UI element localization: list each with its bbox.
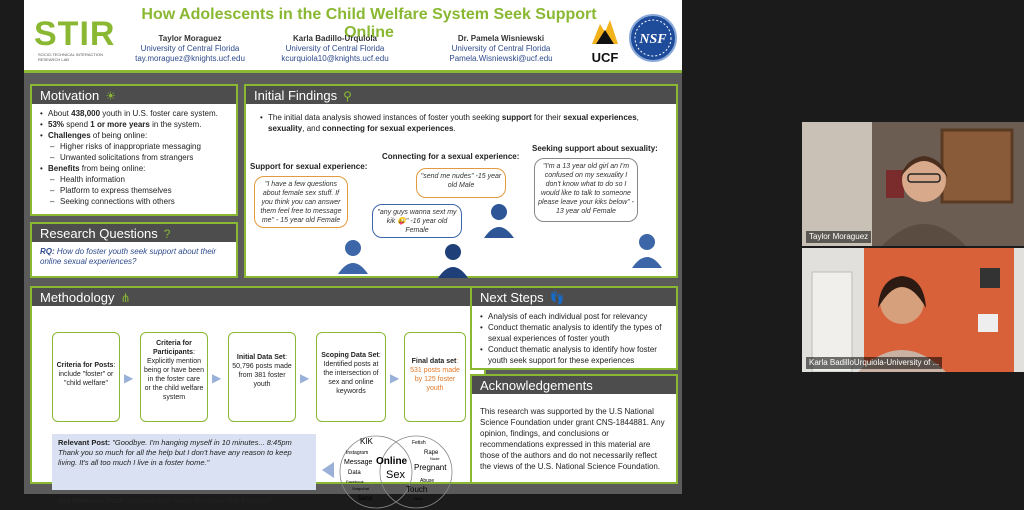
- initial-findings-panel: The initial data analysis showed instanc…: [244, 104, 678, 278]
- ucf-logo-text: UCF: [591, 50, 619, 65]
- methodology-panel: Criteria for Posts: include "foster" or …: [30, 306, 486, 509]
- benefit-item: Seeking connections with others: [40, 196, 230, 207]
- arrow-right-icon: ▶: [300, 371, 310, 385]
- author-2: Karla Badillo-Urquiola University of Cen…: [281, 34, 389, 63]
- person-icon: [338, 240, 368, 274]
- findings-examples: Support for sexual experience: Connectin…: [250, 142, 670, 278]
- venn-word: KIK: [360, 437, 374, 446]
- venn-word: Rape: [424, 450, 439, 456]
- arrow-right-icon: ▶: [212, 371, 222, 385]
- keyword-venn-diagram: KIK Instagram Message Data Facebook Snap…: [322, 435, 453, 509]
- shared-screen-poster: STIR SOCIO-TECHNICAL INTERACTION RESEARC…: [24, 0, 682, 509]
- next-steps-heading: Next Steps👣: [470, 286, 678, 306]
- venn-word: Fetish: [412, 440, 426, 446]
- author-1: Taylor Moraguez University of Central Fl…: [135, 34, 245, 63]
- flow-step: Initial Data Set: 50,796 posts made from…: [228, 332, 296, 422]
- motivation-point: Benefits from being online:: [40, 163, 230, 174]
- header-divider: [24, 70, 682, 73]
- acknowledgements-heading: Acknowledgements: [470, 374, 678, 394]
- flow-step: Criteria for Posts: include "foster" or …: [52, 332, 120, 422]
- col-title-sexuality: Seeking support about sexuality:: [532, 144, 658, 153]
- meeting-window: STIR SOCIO-TECHNICAL INTERACTION RESEARC…: [0, 0, 1024, 499]
- venn-word: Message: [344, 459, 373, 466]
- participant-name-label: Karla BadilloUrquiola-University of ...: [806, 357, 943, 369]
- methodology-flow: Criteria for Posts: include "foster" or …: [38, 332, 468, 422]
- motivation-panel: About 438,000 youth in U.S. foster care …: [30, 104, 238, 216]
- person-icon: [484, 204, 514, 238]
- acknowledgements-panel: This research was supported by the U.S N…: [470, 394, 678, 484]
- lightbulb-icon: ☀: [105, 89, 117, 103]
- findings-intro: The initial data analysis showed instanc…: [260, 112, 660, 134]
- challenge-item: Unwanted solicitations from strangers: [40, 152, 230, 163]
- benefit-item: Platform to express themselves: [40, 185, 230, 196]
- methodology-heading: Methodology⋔: [30, 286, 486, 306]
- stir-logo-subtitle: SOCIO-TECHNICAL INTERACTION RESEARCH LAB: [38, 52, 103, 62]
- person-icon: [438, 244, 468, 278]
- arrow-right-icon: ▶: [390, 371, 400, 385]
- col-title-support: Support for sexual experience:: [250, 162, 368, 171]
- hierarchy-icon: ⋔: [120, 291, 131, 305]
- venn-word: Pregnant: [414, 463, 447, 472]
- venn-word: Abuse: [420, 478, 434, 484]
- challenge-item: Higher risks of inappropriate messaging: [40, 141, 230, 152]
- venn-word: Nude: [430, 456, 440, 461]
- participant-video: [802, 248, 1024, 372]
- person-icon: [632, 234, 662, 268]
- ucf-logo: UCF: [586, 14, 624, 68]
- poster-title: How Adolescents in the Child Welfare Sys…: [141, 6, 597, 41]
- participant-video: [802, 122, 1024, 246]
- venn-word: Facebook: [346, 479, 364, 484]
- participant-video-tile[interactable]: Taylor Moraguez: [802, 122, 1024, 246]
- motivation-heading: Motivation☀: [30, 84, 238, 104]
- stir-logo-text: STIR: [34, 15, 116, 53]
- research-question-panel: RQ: How do foster youth seek support abo…: [30, 242, 238, 278]
- flow-step: Final data set: 531 posts made by 125 fo…: [404, 332, 466, 422]
- research-questions-heading: Research Questions?: [30, 222, 238, 242]
- nsf-logo: NSF: [628, 10, 678, 66]
- initial-findings-heading: Initial Findings⚲: [244, 84, 678, 104]
- quote-bubble: "any guys wanna sext my kik 😜" -16 year …: [372, 204, 462, 238]
- flow-step: Scoping Data Set: Identified posts at th…: [316, 332, 386, 422]
- quote-bubble: "I'm a 13 year old girl an I'm confused …: [534, 158, 638, 222]
- motivation-point: About 438,000 youth in U.S. foster care …: [40, 108, 230, 119]
- next-step-item: Conduct thematic analysis to identify ho…: [480, 344, 670, 366]
- next-step-item: Conduct thematic analysis to identify th…: [480, 322, 670, 344]
- relevant-post-example: Relevant Post: "Goodbye. I'm hanging mys…: [52, 434, 316, 490]
- participant-video-tile[interactable]: Karla BadilloUrquiola-University of ...: [802, 248, 1024, 372]
- venn-word: Online: [376, 456, 408, 467]
- next-steps-panel: Analysis of each individual post for rel…: [470, 306, 678, 370]
- venn-word: Send: [358, 496, 372, 502]
- motivation-point: Challenges of being online:: [40, 130, 230, 141]
- footsteps-icon: 👣: [549, 291, 565, 305]
- venn-word: Instagram: [346, 450, 368, 456]
- nsf-logo-text: NSF: [638, 32, 667, 47]
- quote-bubble: "I have a few questions about female sex…: [254, 176, 348, 228]
- flow-step: Criteria for Participants: Explicitly me…: [140, 332, 208, 422]
- col-title-connecting: Connecting for a sexual experience:: [382, 152, 520, 161]
- participant-name-label: Taylor Moraguez: [806, 231, 872, 243]
- motivation-point: 53% spend 1 or more years in the system.: [40, 119, 230, 130]
- arrow-right-icon: ▶: [124, 371, 134, 385]
- quote-bubble: "send me nudes" -15 year old Male: [416, 168, 506, 198]
- poster-header: STIR SOCIO-TECHNICAL INTERACTION RESEARC…: [24, 0, 682, 73]
- benefit-item: Health information: [40, 174, 230, 185]
- venn-word: Snapchat: [352, 486, 370, 491]
- magnifier-icon: ⚲: [343, 89, 352, 103]
- venn-word: Data: [348, 470, 361, 476]
- pegasus-icon: [592, 20, 618, 44]
- venn-word: Touch: [406, 485, 427, 494]
- stir-logo: STIR SOCIO-TECHNICAL INTERACTION RESEARC…: [34, 14, 122, 64]
- next-step-item: Analysis of each individual post for rel…: [480, 311, 670, 322]
- venn-word: Sex: [386, 469, 405, 481]
- author-3: Dr. Pamela Wisniewski University of Cent…: [449, 34, 553, 63]
- question-icon: ?: [163, 227, 171, 241]
- not-relevant-post-example: Not Relevant Post: "Anyone else watch th…: [58, 496, 274, 505]
